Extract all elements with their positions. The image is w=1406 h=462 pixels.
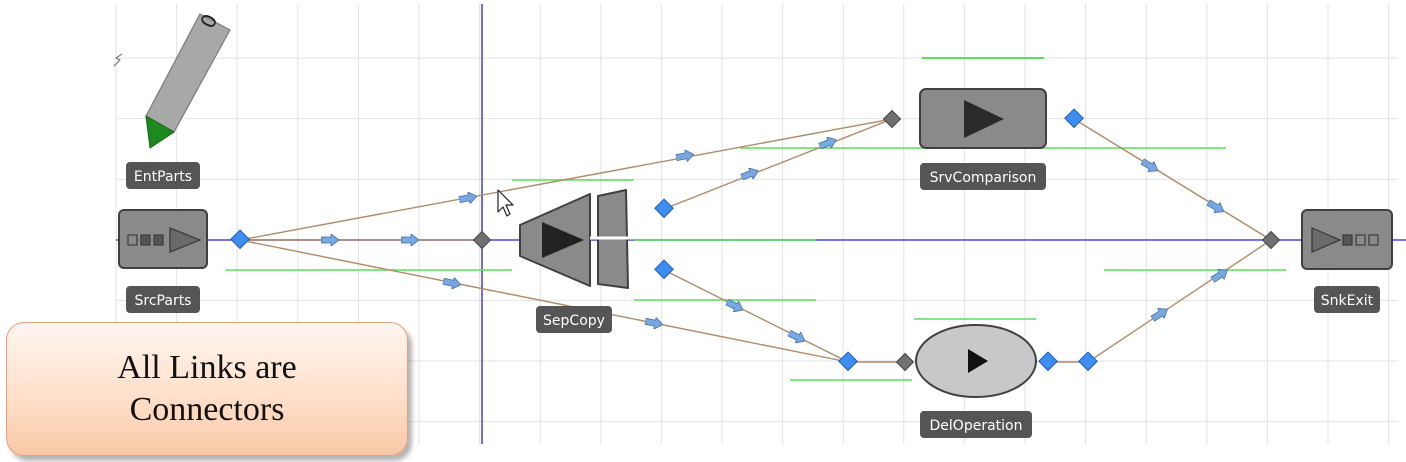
server-comparison[interactable]: SrvComparison: [919, 88, 1047, 190]
delay-output-node[interactable]: [1038, 351, 1058, 372]
flow-arrow: [1196, 195, 1216, 207]
server-play-icon: [964, 100, 1004, 138]
link-sep-bottom-to-delay[interactable]: [663, 269, 849, 363]
server-label: SrvComparison: [930, 170, 1037, 186]
source-arrow-icon: [127, 227, 202, 253]
delay-label: DelOperation: [930, 418, 1023, 434]
connector-links[interactable]: [239, 118, 1272, 363]
node-diamonds[interactable]: [230, 108, 1281, 372]
entity-label: EntParts: [134, 169, 192, 185]
link-server-to-sink[interactable]: [1073, 118, 1272, 241]
delay-play-icon: [968, 349, 988, 373]
transfer-node-delay-out[interactable]: [1078, 351, 1098, 372]
sink-exit[interactable]: SnkExit: [1301, 209, 1393, 313]
link-sep-top-to-server[interactable]: [663, 118, 893, 210]
entity-parts[interactable]: 0 EntParts: [126, 10, 231, 189]
delay-operation[interactable]: DelOperation: [915, 324, 1037, 438]
separator-parent-output-node[interactable]: [654, 198, 674, 219]
source-label: SrcParts: [135, 293, 192, 309]
link-delay-to-sink[interactable]: [1087, 239, 1272, 363]
sink-arrow-icon: [1311, 227, 1379, 253]
separator-label: SepCopy: [543, 313, 605, 329]
sink-label: SnkExit: [1321, 293, 1374, 309]
separator-member-output-node[interactable]: [654, 259, 674, 280]
separator-input-node[interactable]: [472, 230, 492, 250]
delay-input-node[interactable]: [895, 352, 915, 372]
sink-input-node[interactable]: [1261, 230, 1281, 250]
source-output-node[interactable]: [230, 229, 250, 250]
pencil-entity-icon: 0: [145, 10, 231, 149]
transfer-node-delay-in[interactable]: [838, 351, 858, 372]
mouse-cursor-icon: [497, 189, 514, 217]
server-input-node[interactable]: [882, 109, 902, 129]
separator-copy[interactable]: SepCopy: [519, 189, 634, 333]
separator-icon: [519, 189, 634, 289]
link-src-to-delay[interactable]: [239, 239, 849, 363]
source-parts[interactable]: SrcParts: [118, 209, 208, 313]
link-src-to-server[interactable]: [239, 118, 893, 241]
callout-text: All Links are Connectors: [117, 349, 297, 428]
scribble-mark: [113, 53, 123, 67]
flow-arrow: [808, 143, 828, 151]
flow-arrow: [730, 174, 750, 182]
server-output-node[interactable]: [1064, 108, 1084, 129]
callout-box: All Links are Connectors: [6, 322, 408, 456]
